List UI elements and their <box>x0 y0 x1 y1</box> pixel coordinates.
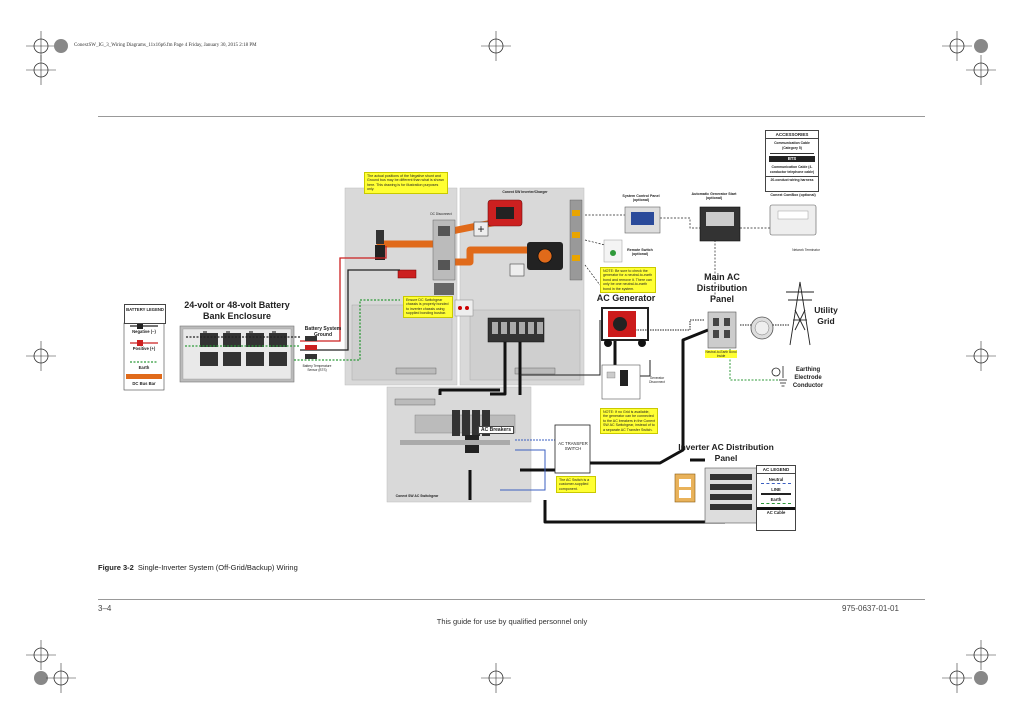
legend-dc-bus: DC Bus Bar <box>132 381 156 386</box>
inverter-panel-label: Inverter AC Distribution Panel <box>678 442 774 463</box>
top-rule <box>98 116 925 117</box>
accessory-item: 20-conduct wiring harness <box>766 176 818 184</box>
ac-legend-line: LINE <box>761 487 791 495</box>
document-number: 975-0637-01-01 <box>842 604 899 613</box>
remote-switch-label: Remote Switch (optional) <box>627 248 653 256</box>
generator-frame <box>601 307 649 341</box>
dc-disconnect-label: DC Disconnect <box>430 212 452 216</box>
ac-cable <box>590 328 709 465</box>
battery <box>200 333 218 347</box>
note-positions: The actual positions of the Negative shu… <box>364 172 448 194</box>
registration-mark-icon <box>54 39 68 53</box>
accessories-legend: ACCESSORIES Communication Cable (Categor… <box>765 130 819 192</box>
ac-legend-title: AC LEGEND <box>757 466 795 474</box>
ac-generator-label: AC Generator <box>596 293 656 303</box>
ac-breakers-label: AC Breakers <box>478 426 514 434</box>
battery <box>200 352 218 366</box>
legend-positive: Positive (+) <box>132 346 156 351</box>
accessory-item: Communication Cable (4-conductor telepho… <box>769 165 815 174</box>
legend-earth: Earth <box>138 365 150 370</box>
accessory-item: Communication Cable (Category 5) <box>774 141 810 150</box>
note-generator: NOTE: Be sure to check the generator for… <box>600 267 656 294</box>
earthing-label: Earthing Electrode Conductor <box>792 367 824 389</box>
inverter-charger-label: Conext SW Inverter/Charger <box>502 190 548 194</box>
ags-label: Automatic Generator Start (optional) <box>691 192 737 200</box>
ac-legend: AC LEGEND Neutral LINE Earth AC Cable <box>756 465 796 531</box>
combox-label: Conext ComBox (optional) <box>770 193 816 197</box>
registration-mark-icon <box>966 55 996 85</box>
note-transfer-switch: The AC Switch is a customer-supplied com… <box>556 476 596 494</box>
battery <box>246 352 264 366</box>
battery <box>223 352 241 366</box>
utility-grid-label: Utility Grid <box>814 305 838 326</box>
ac-switchgear-label: Conext SW AC Switchgear <box>395 494 439 498</box>
battery <box>246 333 264 347</box>
registration-mark-icon <box>46 663 76 693</box>
figure-title: Single-Inverter System (Off-Grid/Backup)… <box>137 563 298 572</box>
registration-mark-icon <box>26 341 56 371</box>
generator-disconnect-label: Generator Disconnect <box>649 376 665 384</box>
utility-tower-icon <box>786 281 814 346</box>
registration-mark-icon <box>481 663 511 693</box>
legend-negative: Negative (–) <box>132 329 156 334</box>
registration-mark-icon <box>974 39 988 53</box>
battery-ground-label: Battery System Ground <box>304 326 342 338</box>
neutral-to-earth-label: Neutral-to-Earth Bond Inside <box>705 350 737 358</box>
battery <box>269 333 287 347</box>
network-terminator-label: Network Terminator <box>792 248 820 252</box>
page-number: 3–4 <box>98 604 112 613</box>
registration-mark-icon <box>26 640 56 670</box>
battery-legend: BATTERY LEGEND <box>124 304 166 324</box>
bts-small-label: Battery Temperature Sensor (BTS) <box>302 364 332 372</box>
accessories-title: ACCESSORIES <box>766 131 818 139</box>
registration-mark-icon <box>34 671 48 685</box>
battery-enclosure-label: 24-volt or 48-volt Battery Bank Enclosur… <box>184 300 290 321</box>
transfer-switch-label: AC TRANSFER SWITCH <box>558 441 588 451</box>
ac-cable <box>543 500 725 524</box>
registration-mark-icon <box>481 31 511 61</box>
main-panel-label: Main AC Distribution Panel <box>696 272 748 304</box>
accessory-item: BTS <box>769 156 815 162</box>
registration-mark-icon <box>26 55 56 85</box>
combox-unit <box>769 204 817 236</box>
note-chassis: Ensure DC Switchgear chassis is properly… <box>403 296 453 318</box>
bottom-rule <box>98 599 925 600</box>
registration-mark-icon <box>966 341 996 371</box>
ac-legend-cable: AC Cable <box>757 507 795 516</box>
file-header: ConextSW_IG_3_Wiring Diagrams_11x16p6.fm… <box>74 43 257 48</box>
system-control-panel-label: System Control Panel (optional) <box>622 194 660 202</box>
ac-transfer-switch <box>554 424 591 474</box>
earthing-electrode-icon <box>771 366 787 387</box>
svg-text:+: + <box>477 222 484 236</box>
registration-mark-icon <box>942 663 972 693</box>
registration-mark-icon <box>974 671 988 685</box>
battery-legend-title: BATTERY LEGEND <box>126 307 164 312</box>
figure-number: Figure 3-2 <box>98 563 134 572</box>
battery <box>269 352 287 366</box>
ac-legend-neutral: Neutral <box>761 477 791 484</box>
main-ac-panel <box>707 311 737 349</box>
registration-mark-icon <box>966 640 996 670</box>
ac-legend-earth: Earth <box>761 497 791 504</box>
note-no-grid: NOTE: If no Grid is available, the gener… <box>600 408 658 435</box>
registration-mark-icon <box>942 31 972 61</box>
battery <box>223 333 241 347</box>
footer-notice: This guide for use by qualified personne… <box>436 617 588 626</box>
